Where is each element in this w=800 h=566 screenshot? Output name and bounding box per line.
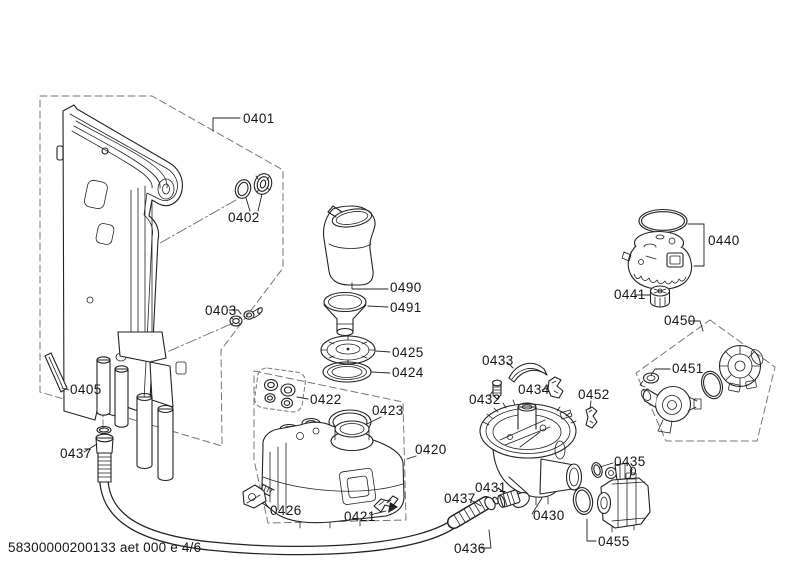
group-box-0450 — [635, 319, 776, 442]
label-0452: 0452 — [578, 387, 610, 402]
part-cover-strip-0433 — [508, 362, 548, 383]
label-0420: 0420 — [415, 442, 447, 457]
label-0441: 0441 — [614, 287, 646, 302]
label-0402: 0402 — [228, 210, 260, 225]
label-0435: 0435 — [614, 454, 646, 469]
part-sump-0430 — [479, 399, 583, 508]
label-0422: 0422 — [310, 392, 342, 407]
group-box-0420 — [253, 370, 407, 524]
label-0403: 0403 — [205, 303, 237, 318]
part-valve-0426 — [242, 483, 275, 509]
label-0437-bottom: 0437 — [444, 491, 476, 506]
part-inner-panel-0401 — [56, 104, 187, 482]
part-seal-0402 — [234, 173, 273, 199]
part-fasteners-0403 — [229, 307, 263, 327]
part-cap-0441 — [649, 285, 671, 308]
label-0426: 0426 — [270, 503, 302, 518]
part-pump-head-0440 — [621, 208, 693, 290]
document-number: 58300000200133 aet 000 e 4/6 — [8, 540, 202, 555]
label-0433: 0433 — [482, 353, 514, 368]
part-pump-housing-0450 — [640, 385, 702, 434]
part-pump-o-ring-0450 — [701, 370, 723, 400]
part-grommets-0422 — [263, 378, 296, 409]
part-softener-tank-0420 — [261, 417, 405, 529]
part-hose-connector-0437-left — [95, 425, 114, 483]
label-0440: 0440 — [708, 233, 740, 248]
label-0432: 0432 — [469, 392, 501, 407]
part-strip-0405 — [44, 352, 68, 393]
part-labels: 0401 0402 0403 0405 0437 0490 0491 0425 … — [60, 111, 740, 556]
part-holder-0452 — [585, 406, 598, 429]
label-0436: 0436 — [454, 541, 486, 556]
label-0437-left: 0437 — [60, 446, 92, 461]
part-seal-ring-0424 — [322, 361, 372, 383]
part-jug-0490 — [322, 205, 376, 286]
label-0450: 0450 — [664, 313, 696, 328]
label-0430: 0430 — [533, 508, 565, 523]
label-0401: 0401 — [243, 111, 275, 126]
part-clip-0421 — [373, 495, 399, 513]
label-0423: 0423 — [372, 403, 404, 418]
part-clamp-0451 — [639, 372, 660, 388]
part-coupling-0431 — [497, 489, 521, 508]
label-0431: 0431 — [475, 480, 507, 495]
label-0421: 0421 — [344, 509, 376, 524]
group-box-0422 — [254, 367, 306, 413]
label-0424: 0424 — [392, 365, 424, 380]
label-0434: 0434 — [518, 382, 550, 397]
label-0455: 0455 — [598, 534, 630, 549]
part-bracket-0434 — [547, 376, 564, 399]
label-0491: 0491 — [390, 300, 422, 315]
leader-lines — [61, 117, 705, 549]
label-0405: 0405 — [70, 382, 102, 397]
part-pump-motor-0450 — [718, 344, 764, 393]
part-funnel-0491 — [323, 291, 367, 337]
part-drain-pump-0455 — [572, 472, 651, 533]
part-salt-cap-0425 — [320, 335, 376, 365]
label-0425: 0425 — [392, 345, 424, 360]
part-valve-0435 — [591, 462, 637, 481]
label-0490: 0490 — [390, 280, 422, 295]
label-0451: 0451 — [672, 361, 704, 376]
